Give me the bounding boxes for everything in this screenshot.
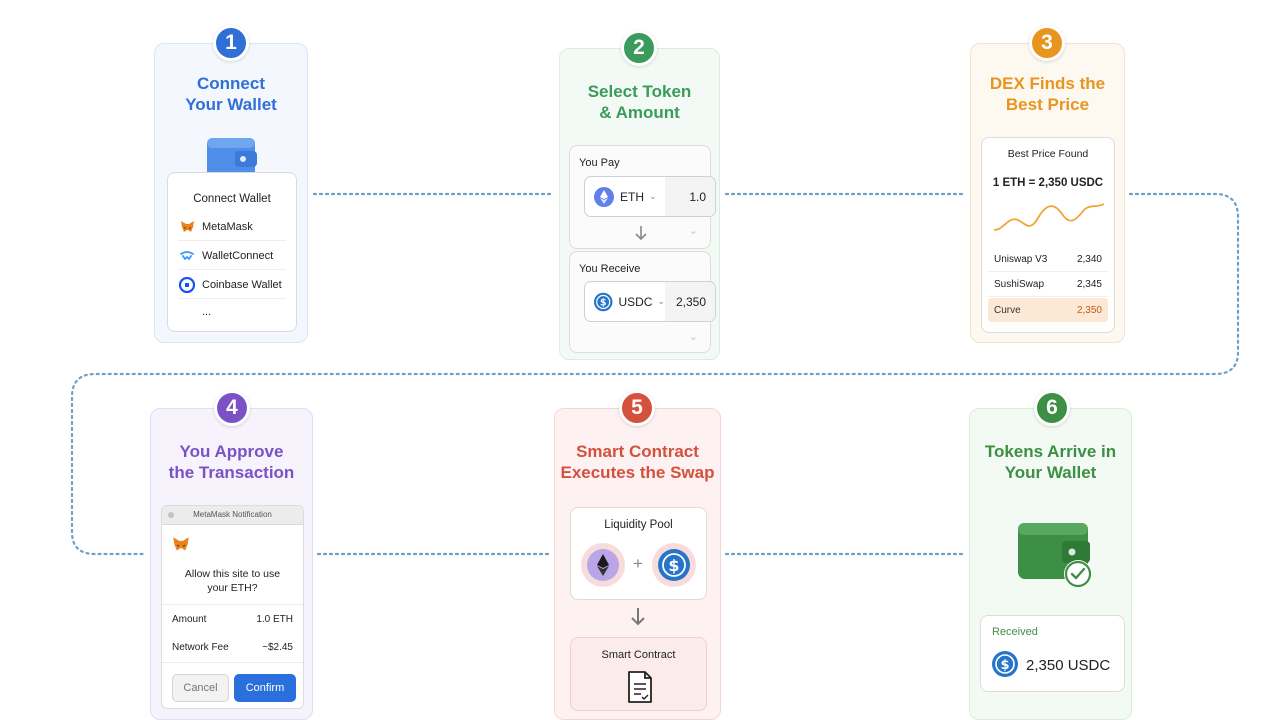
network-fee-row: Network Fee ~$2.45 — [172, 642, 293, 653]
step-3-badge: 3 — [1029, 25, 1065, 61]
window-title: MetaMask Notification — [193, 510, 272, 519]
step-1-panel: Connect Your Wallet Connect Wallet MetaM… — [154, 43, 308, 343]
best-price-heading: Best Price Found — [1007, 148, 1089, 160]
arrow-down-icon — [631, 608, 645, 626]
chevron-down-icon: ⌄ — [688, 331, 698, 343]
metamask-fox-icon — [173, 537, 189, 551]
svg-text:$: $ — [1000, 658, 1009, 673]
chevron-down-icon: ⌄ — [688, 225, 698, 237]
step-4-badge: 4 — [214, 390, 250, 426]
step-1-title: Connect Your Wallet — [185, 74, 277, 114]
metamask-fox-icon — [178, 220, 196, 234]
usdc-icon: $ — [658, 549, 690, 581]
cancel-button[interactable]: Cancel — [172, 674, 229, 702]
receive-amount: 2,350 — [665, 282, 715, 321]
chevron-down-icon: ⌄ — [649, 191, 657, 201]
step-6-panel: Tokens Arrive in Your Wallet Received $ … — [969, 408, 1132, 720]
window-dot — [168, 512, 174, 518]
pay-token-input[interactable]: ETH ⌄ 1.0 — [584, 176, 716, 217]
usdc-coin: $ — [652, 543, 696, 587]
quote-row-curve-best: Curve 2,350 — [988, 298, 1108, 322]
step-2-panel: Select Token & Amount You Pay ETH ⌄ 1.0 … — [559, 48, 720, 360]
step-4-panel: You Approve the Transaction MetaMask Not… — [150, 408, 313, 720]
wallet-option-coinbase[interactable]: Coinbase Wallet — [178, 271, 286, 299]
pay-amount[interactable]: 1.0 — [665, 177, 715, 216]
liquidity-pool-card: Liquidity Pool + $ — [570, 507, 707, 600]
document-icon — [628, 671, 652, 703]
best-price-panel: Best Price Found 1 ETH = 2,350 USDC Unis… — [981, 137, 1115, 333]
step-6-badge: 6 — [1034, 390, 1070, 426]
quote-row-uniswap: Uniswap V3 2,340 — [988, 248, 1108, 272]
step-6-title: Tokens Arrive in Your Wallet — [984, 442, 1117, 482]
exchange-rate: 1 ETH = 2,350 USDC — [992, 177, 1104, 189]
usdc-icon: $ — [593, 292, 613, 311]
green-wallet-icon — [1018, 523, 1092, 588]
price-trend-sparkline — [993, 203, 1105, 231]
step-1-badge: 1 — [213, 25, 249, 61]
approval-prompt: Allow this site to use your ETH? — [184, 568, 281, 594]
divider — [162, 662, 303, 663]
step-2-title: Select Token & Amount — [587, 82, 692, 122]
step-3-title: DEX Finds the Best Price — [989, 74, 1106, 114]
window-titlebar: MetaMask Notification — [162, 506, 303, 525]
svg-text:$: $ — [600, 297, 606, 308]
smart-contract-card: Smart Contract — [570, 637, 707, 711]
eth-icon — [594, 186, 614, 207]
connect-wallet-heading: Connect Wallet — [193, 193, 271, 205]
plus-icon: + — [633, 554, 643, 573]
received-label: Received — [992, 626, 1038, 638]
quote-row-sushiswap: SushiSwap 2,345 — [988, 273, 1108, 297]
metamask-notification-window: MetaMask Notification Allow this site to… — [161, 505, 304, 709]
receive-label: You Receive — [579, 263, 641, 275]
pay-token-select[interactable]: ETH ⌄ — [585, 177, 665, 216]
walletconnect-icon — [178, 250, 196, 261]
wallet-icon — [207, 138, 257, 178]
wallet-option-walletconnect[interactable]: WalletConnect — [178, 242, 286, 270]
arrow-down-icon — [635, 226, 647, 241]
step-4-title: You Approve the Transaction — [168, 442, 295, 482]
receive-panel: You Receive $ USDC ⌄ 2,350 ⌄ — [569, 251, 716, 353]
step-3-panel: DEX Finds the Best Price Best Price Foun… — [970, 43, 1125, 343]
pay-label: You Pay — [579, 157, 620, 169]
confirm-button[interactable]: Confirm — [234, 674, 296, 702]
receive-token-select[interactable]: $ USDC ⌄ — [585, 282, 665, 321]
step-5-title: Smart Contract Executes the Swap — [560, 442, 715, 482]
amount-row: Amount 1.0 ETH — [172, 614, 293, 625]
pay-panel: You Pay ETH ⌄ 1.0 ⌄ — [569, 145, 716, 249]
chevron-down-icon: ⌄ — [657, 296, 665, 306]
step-5-badge: 5 — [619, 390, 655, 426]
smart-contract-label: Smart Contract — [601, 649, 676, 661]
coinbase-icon — [178, 276, 196, 293]
received-amount: 2,350 USDC — [1026, 657, 1111, 674]
receive-token-input[interactable]: $ USDC ⌄ 2,350 — [584, 281, 716, 322]
step-2-badge: 2 — [621, 30, 657, 66]
divider — [162, 604, 303, 605]
usdc-icon: $ — [992, 651, 1018, 677]
step-5-panel: Smart Contract Executes the Swap Liquidi… — [554, 408, 721, 720]
connect-wallet-panel: Connect Wallet MetaMask WalletConnect Co… — [167, 172, 297, 332]
liquidity-pool-label: Liquidity Pool — [604, 519, 673, 531]
eth-coin — [581, 543, 625, 587]
more-wallets[interactable]: ... — [202, 306, 212, 318]
wallet-option-metamask[interactable]: MetaMask — [178, 213, 286, 241]
eth-icon — [587, 549, 619, 581]
svg-text:$: $ — [668, 556, 679, 575]
received-card: Received $ 2,350 USDC — [980, 615, 1125, 692]
